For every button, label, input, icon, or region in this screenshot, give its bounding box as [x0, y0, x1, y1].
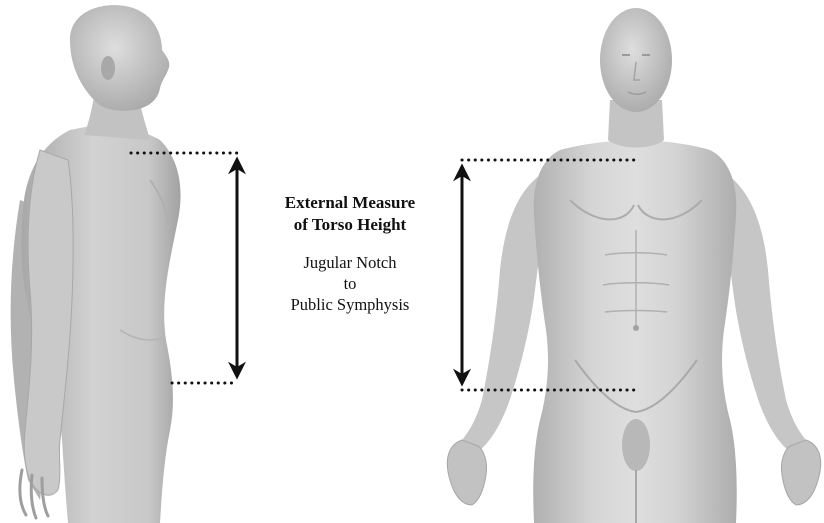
caption-title-line2: of Torso Height	[262, 214, 438, 236]
measure-caption: External Measure of Torso Height Jugular…	[262, 192, 438, 315]
caption-title: External Measure of Torso Height	[262, 192, 438, 236]
front-hand-left	[447, 440, 486, 505]
front-head	[600, 8, 672, 112]
front-hand-right	[781, 440, 820, 505]
caption-title-line1: External Measure	[262, 192, 438, 214]
side-ear	[101, 56, 115, 80]
caption-sub-line1: Jugular Notch	[262, 252, 438, 273]
side-head	[70, 5, 169, 111]
caption-sub-line2: to	[262, 273, 438, 294]
front-navel	[633, 325, 639, 331]
front-groin	[622, 419, 650, 471]
side-view-figure	[11, 5, 181, 523]
front-view-figure	[447, 8, 820, 523]
caption-subtitle: Jugular Notch to Public Symphysis	[262, 252, 438, 315]
caption-sub-line3: Public Symphysis	[262, 294, 438, 315]
